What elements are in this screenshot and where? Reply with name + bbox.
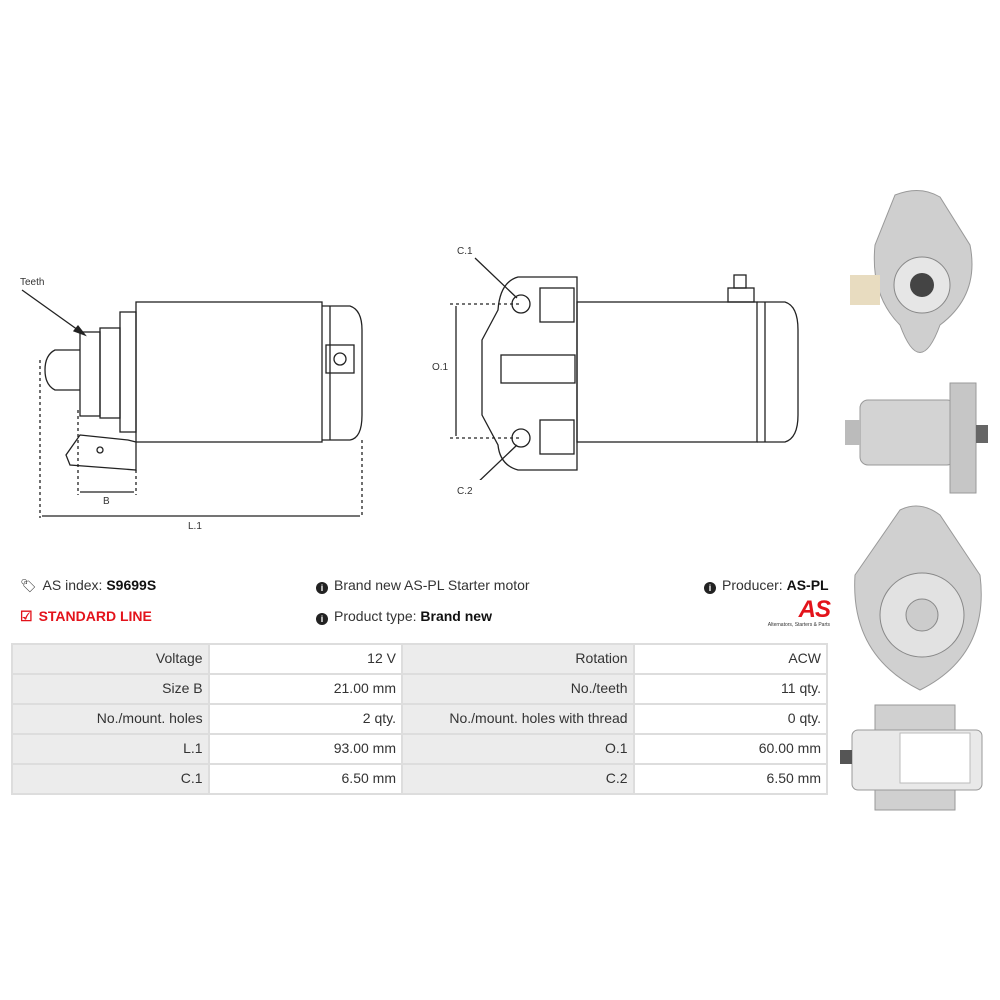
teeth-label: Teeth [20,277,45,288]
tag-icon: 🏷︎ [20,578,37,593]
checkbox-icon: ☑ [20,608,33,624]
spec-value: 2 qty. [209,705,401,733]
photo-front-view [850,190,973,353]
spec-value: 0 qty. [634,705,826,733]
spec-value: 21.00 mm [209,675,401,703]
spec-label: C.1 [13,765,208,793]
info-icon: i [316,582,328,594]
standard-line-badge: ☑STANDARD LINE [20,608,152,624]
info-icon: i [316,613,328,625]
spec-label: O.1 [402,735,633,763]
l1-dimension-label: L.1 [188,521,202,532]
b-dimension-label: B [103,496,110,507]
spec-label: C.2 [402,765,633,793]
spec-value: 6.50 mm [209,765,401,793]
photo-side-view [845,382,988,494]
as-index: 🏷︎AS index: S9699S [20,577,157,593]
side-view-drawing [21,289,363,518]
spec-value: 60.00 mm [634,735,826,763]
spec-value: 11 qty. [634,675,826,703]
spec-value: 6.50 mm [634,765,826,793]
spec-label: Rotation [402,645,633,673]
top-view-drawing [450,257,799,480]
c2-label: C.2 [457,486,473,497]
spec-label: Size B [13,675,208,703]
spec-label: No./teeth [402,675,633,703]
spec-label: L.1 [13,735,208,763]
spec-value: 93.00 mm [209,735,401,763]
info-icon: i [704,582,716,594]
photo-label-view [840,704,983,811]
spec-label: Voltage [13,645,208,673]
c1-label: C.1 [457,246,473,257]
spec-value: ACW [634,645,826,673]
spec-value: 12 V [209,645,401,673]
photo-rear-view [854,505,982,691]
spec-label: No./mount. holes with thread [402,705,633,733]
as-index-value: S9699S [106,577,157,593]
o1-label: O.1 [432,362,449,373]
product-photos [840,190,988,811]
spec-label: No./mount. holes [13,705,208,733]
as-pl-logo: AS Alternators, Starters & Parts [767,596,831,629]
